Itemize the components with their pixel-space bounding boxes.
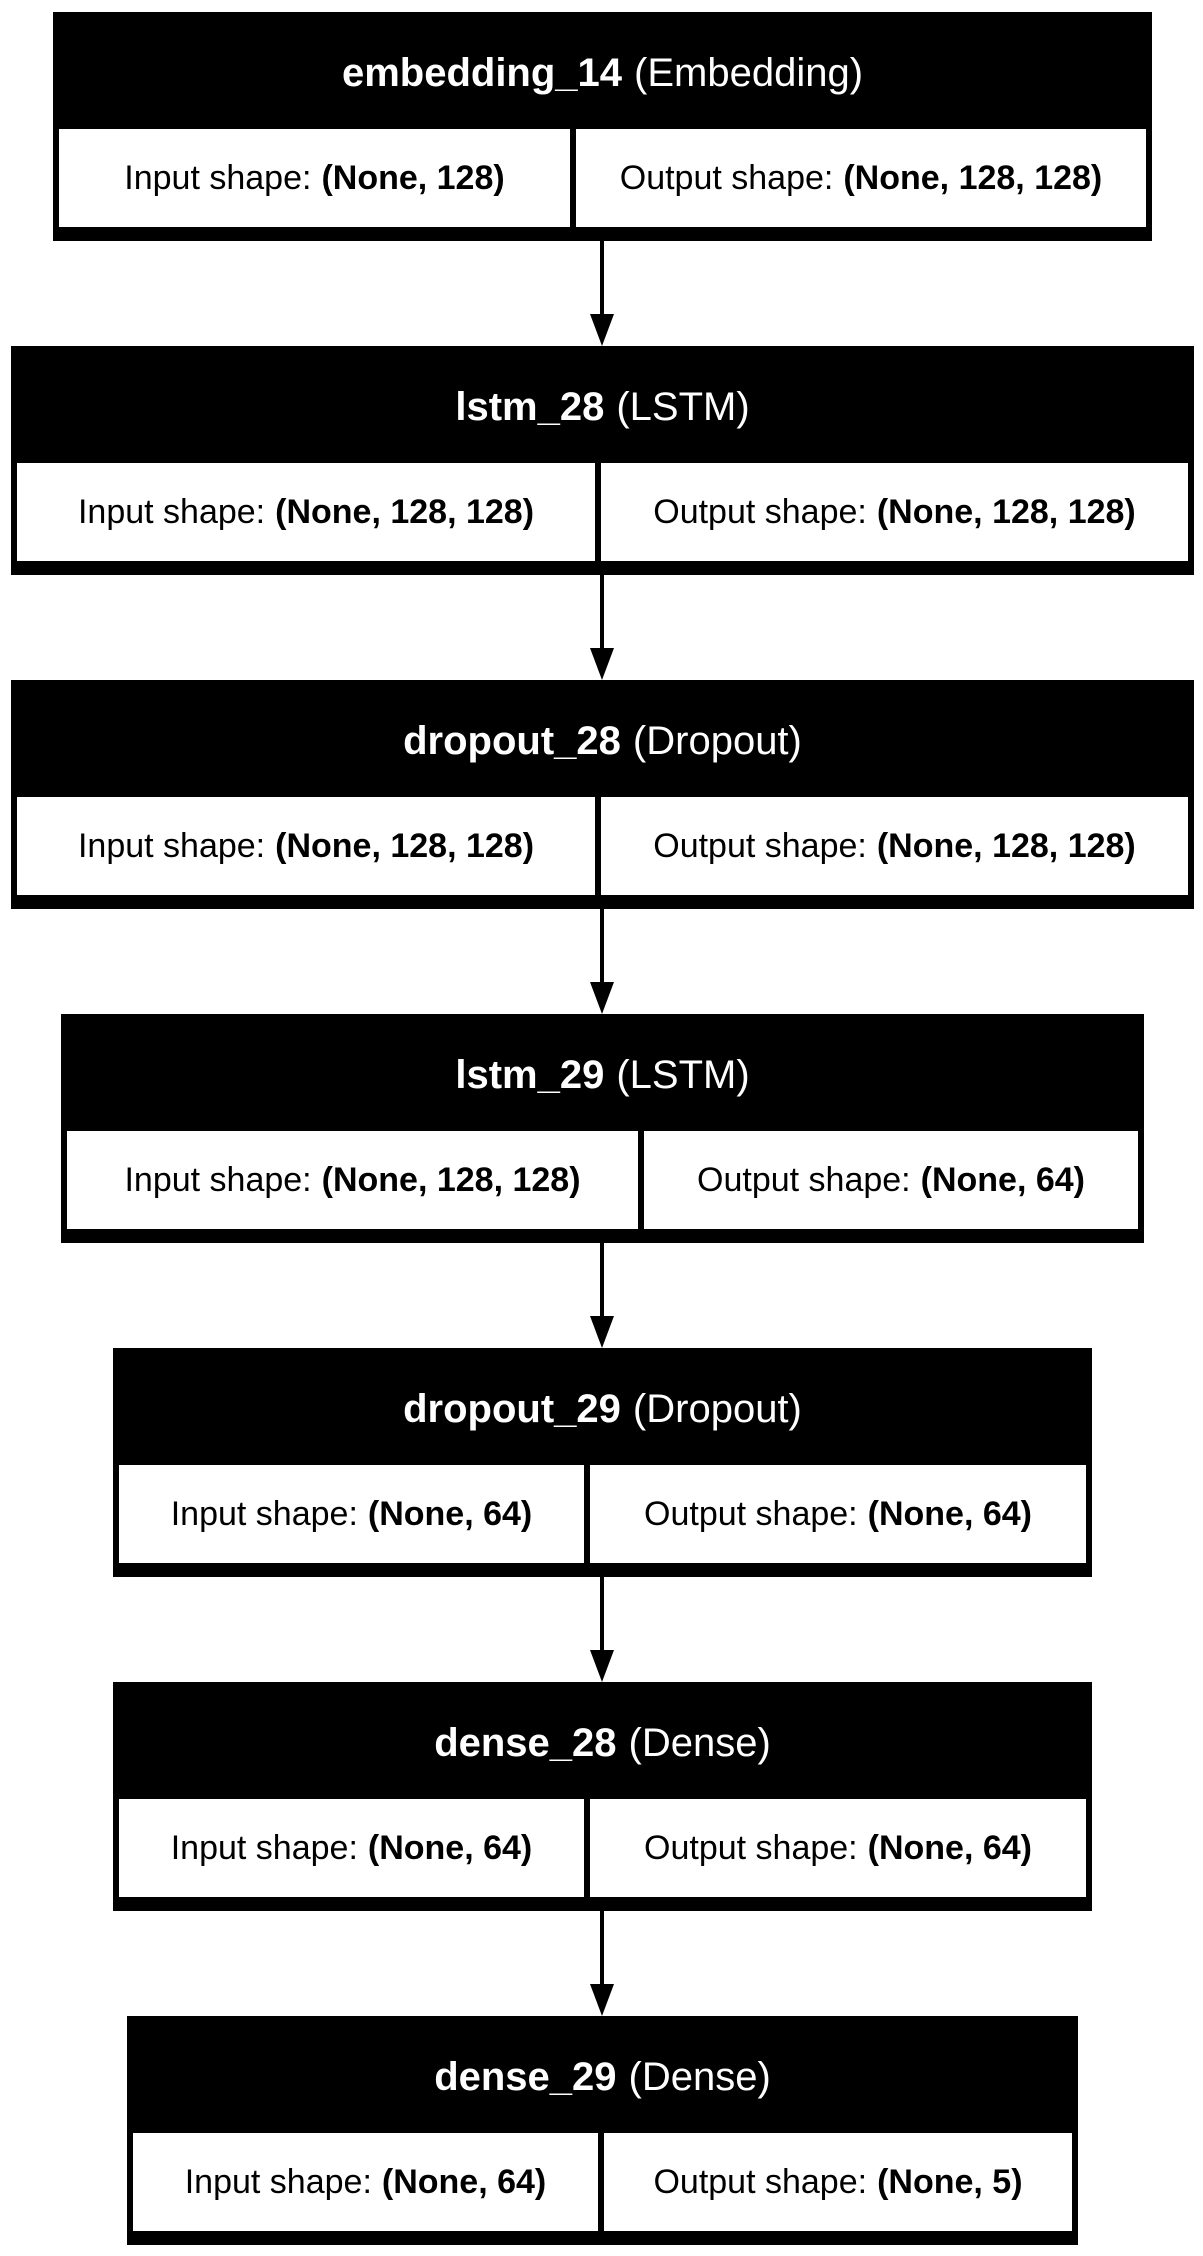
output-shape-value: (None, 64) — [867, 1494, 1032, 1533]
layer-header: dense_28 (Dense) — [119, 1688, 1086, 1799]
layer-name: lstm_28 — [455, 385, 605, 429]
layer-type: (Dropout) — [632, 719, 802, 763]
layer-type: (Dropout) — [632, 1387, 802, 1431]
layer-type: (LSTM) — [616, 1053, 750, 1097]
layer-node-lstm: lstm_28 (LSTM) Input shape: (None, 128, … — [11, 346, 1194, 575]
layer-node-dropout: dropout_28 (Dropout) Input shape: (None,… — [11, 680, 1194, 909]
layer-node-embedding: embedding_14 (Embedding) Input shape: (N… — [53, 12, 1152, 241]
layer-shapes: Input shape: (None, 128, 128) Output sha… — [67, 1131, 1138, 1229]
layer-header: dense_29 (Dense) — [133, 2022, 1072, 2133]
input-shape-label: Input shape: — [170, 1828, 358, 1867]
input-shape-cell: Input shape: (None, 64) — [119, 1465, 584, 1563]
output-shape-label: Output shape: — [644, 1828, 858, 1867]
layer-node-dropout: dropout_29 (Dropout) Input shape: (None,… — [113, 1348, 1092, 1577]
output-shape-cell: Output shape: (None, 5) — [604, 2133, 1072, 2231]
input-shape-label: Input shape: — [124, 1160, 312, 1199]
layer-header: embedding_14 (Embedding) — [59, 18, 1146, 129]
layer-name: dropout_29 — [403, 1387, 621, 1431]
layer-node-lstm: lstm_29 (LSTM) Input shape: (None, 128, … — [61, 1014, 1144, 1243]
input-shape-value: (None, 64) — [381, 2162, 547, 2201]
output-shape-label: Output shape: — [653, 2162, 868, 2201]
layer-shapes: Input shape: (None, 64) Output shape: (N… — [133, 2133, 1072, 2231]
input-shape-value: (None, 128, 128) — [321, 1160, 581, 1199]
layer-shapes: Input shape: (None, 128) Output shape: (… — [59, 129, 1146, 227]
output-shape-cell: Output shape: (None, 128, 128) — [601, 797, 1188, 895]
input-shape-cell: Input shape: (None, 128) — [59, 129, 570, 227]
output-shape-value: (None, 5) — [877, 2162, 1023, 2201]
output-shape-value: (None, 64) — [867, 1828, 1032, 1867]
layer-header: lstm_28 (LSTM) — [17, 352, 1188, 463]
layer-type: (LSTM) — [616, 385, 750, 429]
output-shape-value: (None, 128, 128) — [876, 826, 1136, 865]
input-shape-value: (None, 64) — [367, 1828, 533, 1867]
input-shape-cell: Input shape: (None, 128, 128) — [67, 1131, 638, 1229]
arrow-connector — [590, 1577, 614, 1682]
input-shape-value: (None, 128, 128) — [275, 492, 535, 531]
input-shape-label: Input shape: — [184, 2162, 372, 2201]
arrow-connector — [590, 575, 614, 680]
output-shape-cell: Output shape: (None, 64) — [590, 1465, 1086, 1563]
output-shape-cell: Output shape: (None, 64) — [644, 1131, 1138, 1229]
output-shape-label: Output shape: — [653, 826, 867, 865]
layer-shapes: Input shape: (None, 64) Output shape: (N… — [119, 1465, 1086, 1563]
input-shape-value: (None, 128, 128) — [275, 826, 535, 865]
input-shape-label: Input shape: — [77, 826, 266, 865]
arrow-connector — [590, 1911, 614, 2016]
layer-shapes: Input shape: (None, 64) Output shape: (N… — [119, 1799, 1086, 1897]
layer-type: (Dense) — [628, 1721, 771, 1765]
output-shape-label: Output shape: — [653, 492, 867, 531]
output-shape-value: (None, 64) — [920, 1160, 1085, 1199]
layer-name: dense_28 — [434, 1721, 617, 1765]
input-shape-cell: Input shape: (None, 64) — [133, 2133, 598, 2231]
output-shape-value: (None, 128, 128) — [876, 492, 1136, 531]
input-shape-value: (None, 64) — [367, 1494, 533, 1533]
input-shape-cell: Input shape: (None, 128, 128) — [17, 463, 595, 561]
output-shape-value: (None, 128, 128) — [843, 158, 1103, 197]
input-shape-label: Input shape: — [77, 492, 266, 531]
layer-name: embedding_14 — [341, 51, 623, 95]
output-shape-cell: Output shape: (None, 128, 128) — [576, 129, 1146, 227]
layer-type: (Dense) — [628, 2055, 771, 2099]
output-shape-label: Output shape: — [619, 158, 834, 197]
output-shape-cell: Output shape: (None, 128, 128) — [601, 463, 1188, 561]
arrow-connector — [590, 1243, 614, 1348]
layer-header: lstm_29 (LSTM) — [67, 1020, 1138, 1131]
layer-type: (Embedding) — [634, 51, 864, 95]
layer-header: dropout_28 (Dropout) — [17, 686, 1188, 797]
layer-name: dropout_28 — [403, 719, 621, 763]
input-shape-cell: Input shape: (None, 128, 128) — [17, 797, 595, 895]
input-shape-label: Input shape: — [170, 1494, 358, 1533]
input-shape-cell: Input shape: (None, 64) — [119, 1799, 584, 1897]
output-shape-label: Output shape: — [697, 1160, 911, 1199]
layer-node-dense: dense_29 (Dense) Input shape: (None, 64)… — [127, 2016, 1078, 2245]
output-shape-cell: Output shape: (None, 64) — [590, 1799, 1086, 1897]
output-shape-label: Output shape: — [644, 1494, 858, 1533]
layer-node-dense: dense_28 (Dense) Input shape: (None, 64)… — [113, 1682, 1092, 1911]
arrow-connector — [590, 909, 614, 1014]
layer-header: dropout_29 (Dropout) — [119, 1354, 1086, 1465]
layer-name: lstm_29 — [455, 1053, 605, 1097]
input-shape-label: Input shape: — [124, 158, 312, 197]
arrow-connector — [590, 241, 614, 346]
layer-shapes: Input shape: (None, 128, 128) Output sha… — [17, 463, 1188, 561]
input-shape-value: (None, 128) — [321, 158, 505, 197]
layer-shapes: Input shape: (None, 128, 128) Output sha… — [17, 797, 1188, 895]
layer-name: dense_29 — [434, 2055, 617, 2099]
